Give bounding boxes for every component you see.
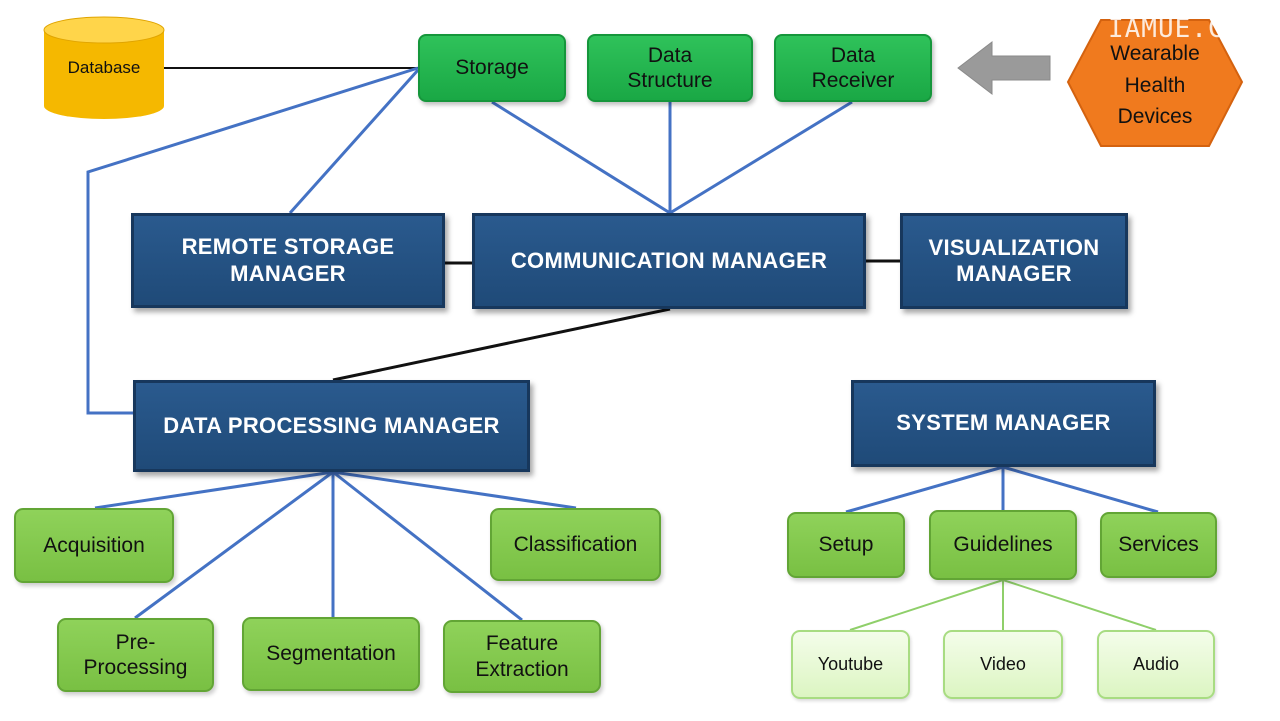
feature-extraction-node: Feature Extraction: [443, 620, 601, 693]
connector-communication-processing: [332, 307, 671, 382]
communication-manager-node: COMMUNICATION MANAGER: [472, 213, 866, 309]
connector-processing-feature: [332, 470, 523, 622]
connector-storage-remote: [288, 68, 420, 215]
connector-system-setup: [845, 465, 1004, 514]
connector-guidelines-youtube: [849, 579, 1004, 631]
database-label: Database: [67, 58, 141, 77]
database-cylinder-icon: [43, 16, 165, 119]
connector-system-services: [1002, 465, 1159, 514]
connector-storage-communication: [491, 100, 671, 215]
classification-node: Classification: [490, 508, 661, 581]
remote-storage-manager-node: REMOTE STORAGE MANAGER: [131, 213, 445, 308]
audio-node: Audio: [1097, 630, 1215, 699]
setup-node: Setup: [787, 512, 905, 578]
wearable-devices-hexagon-icon: [1066, 19, 1244, 147]
segmentation-node: Segmentation: [242, 617, 420, 691]
youtube-node: Youtube: [791, 630, 910, 699]
connector-storage-processing: [86, 66, 419, 415]
connector-datareceiver-communication: [669, 100, 853, 215]
connector-processing-preprocessing: [134, 470, 334, 620]
pre-processing-node: Pre- Processing: [57, 618, 214, 692]
visualization-manager-node: VISUALIZATION MANAGER: [900, 213, 1128, 309]
connector-processing-classification: [332, 470, 577, 510]
wearable-devices-label: Wearable Health Devices: [1110, 42, 1200, 128]
data-receiver-node: Data Receiver: [774, 34, 932, 102]
services-node: Services: [1100, 512, 1217, 578]
guidelines-node: Guidelines: [929, 510, 1077, 580]
storage-node: Storage: [418, 34, 566, 102]
data-processing-manager-node: DATA PROCESSING MANAGER: [133, 380, 530, 472]
system-manager-node: SYSTEM MANAGER: [851, 380, 1156, 467]
data-structure-node: Data Structure: [587, 34, 753, 102]
video-node: Video: [943, 630, 1063, 699]
input-arrow-icon: [957, 40, 1051, 96]
watermark-text: IAMUE.C: [1108, 14, 1225, 44]
connector-guidelines-audio: [1002, 579, 1157, 631]
connector-processing-acquisition: [94, 470, 334, 510]
acquisition-node: Acquisition: [14, 508, 174, 583]
